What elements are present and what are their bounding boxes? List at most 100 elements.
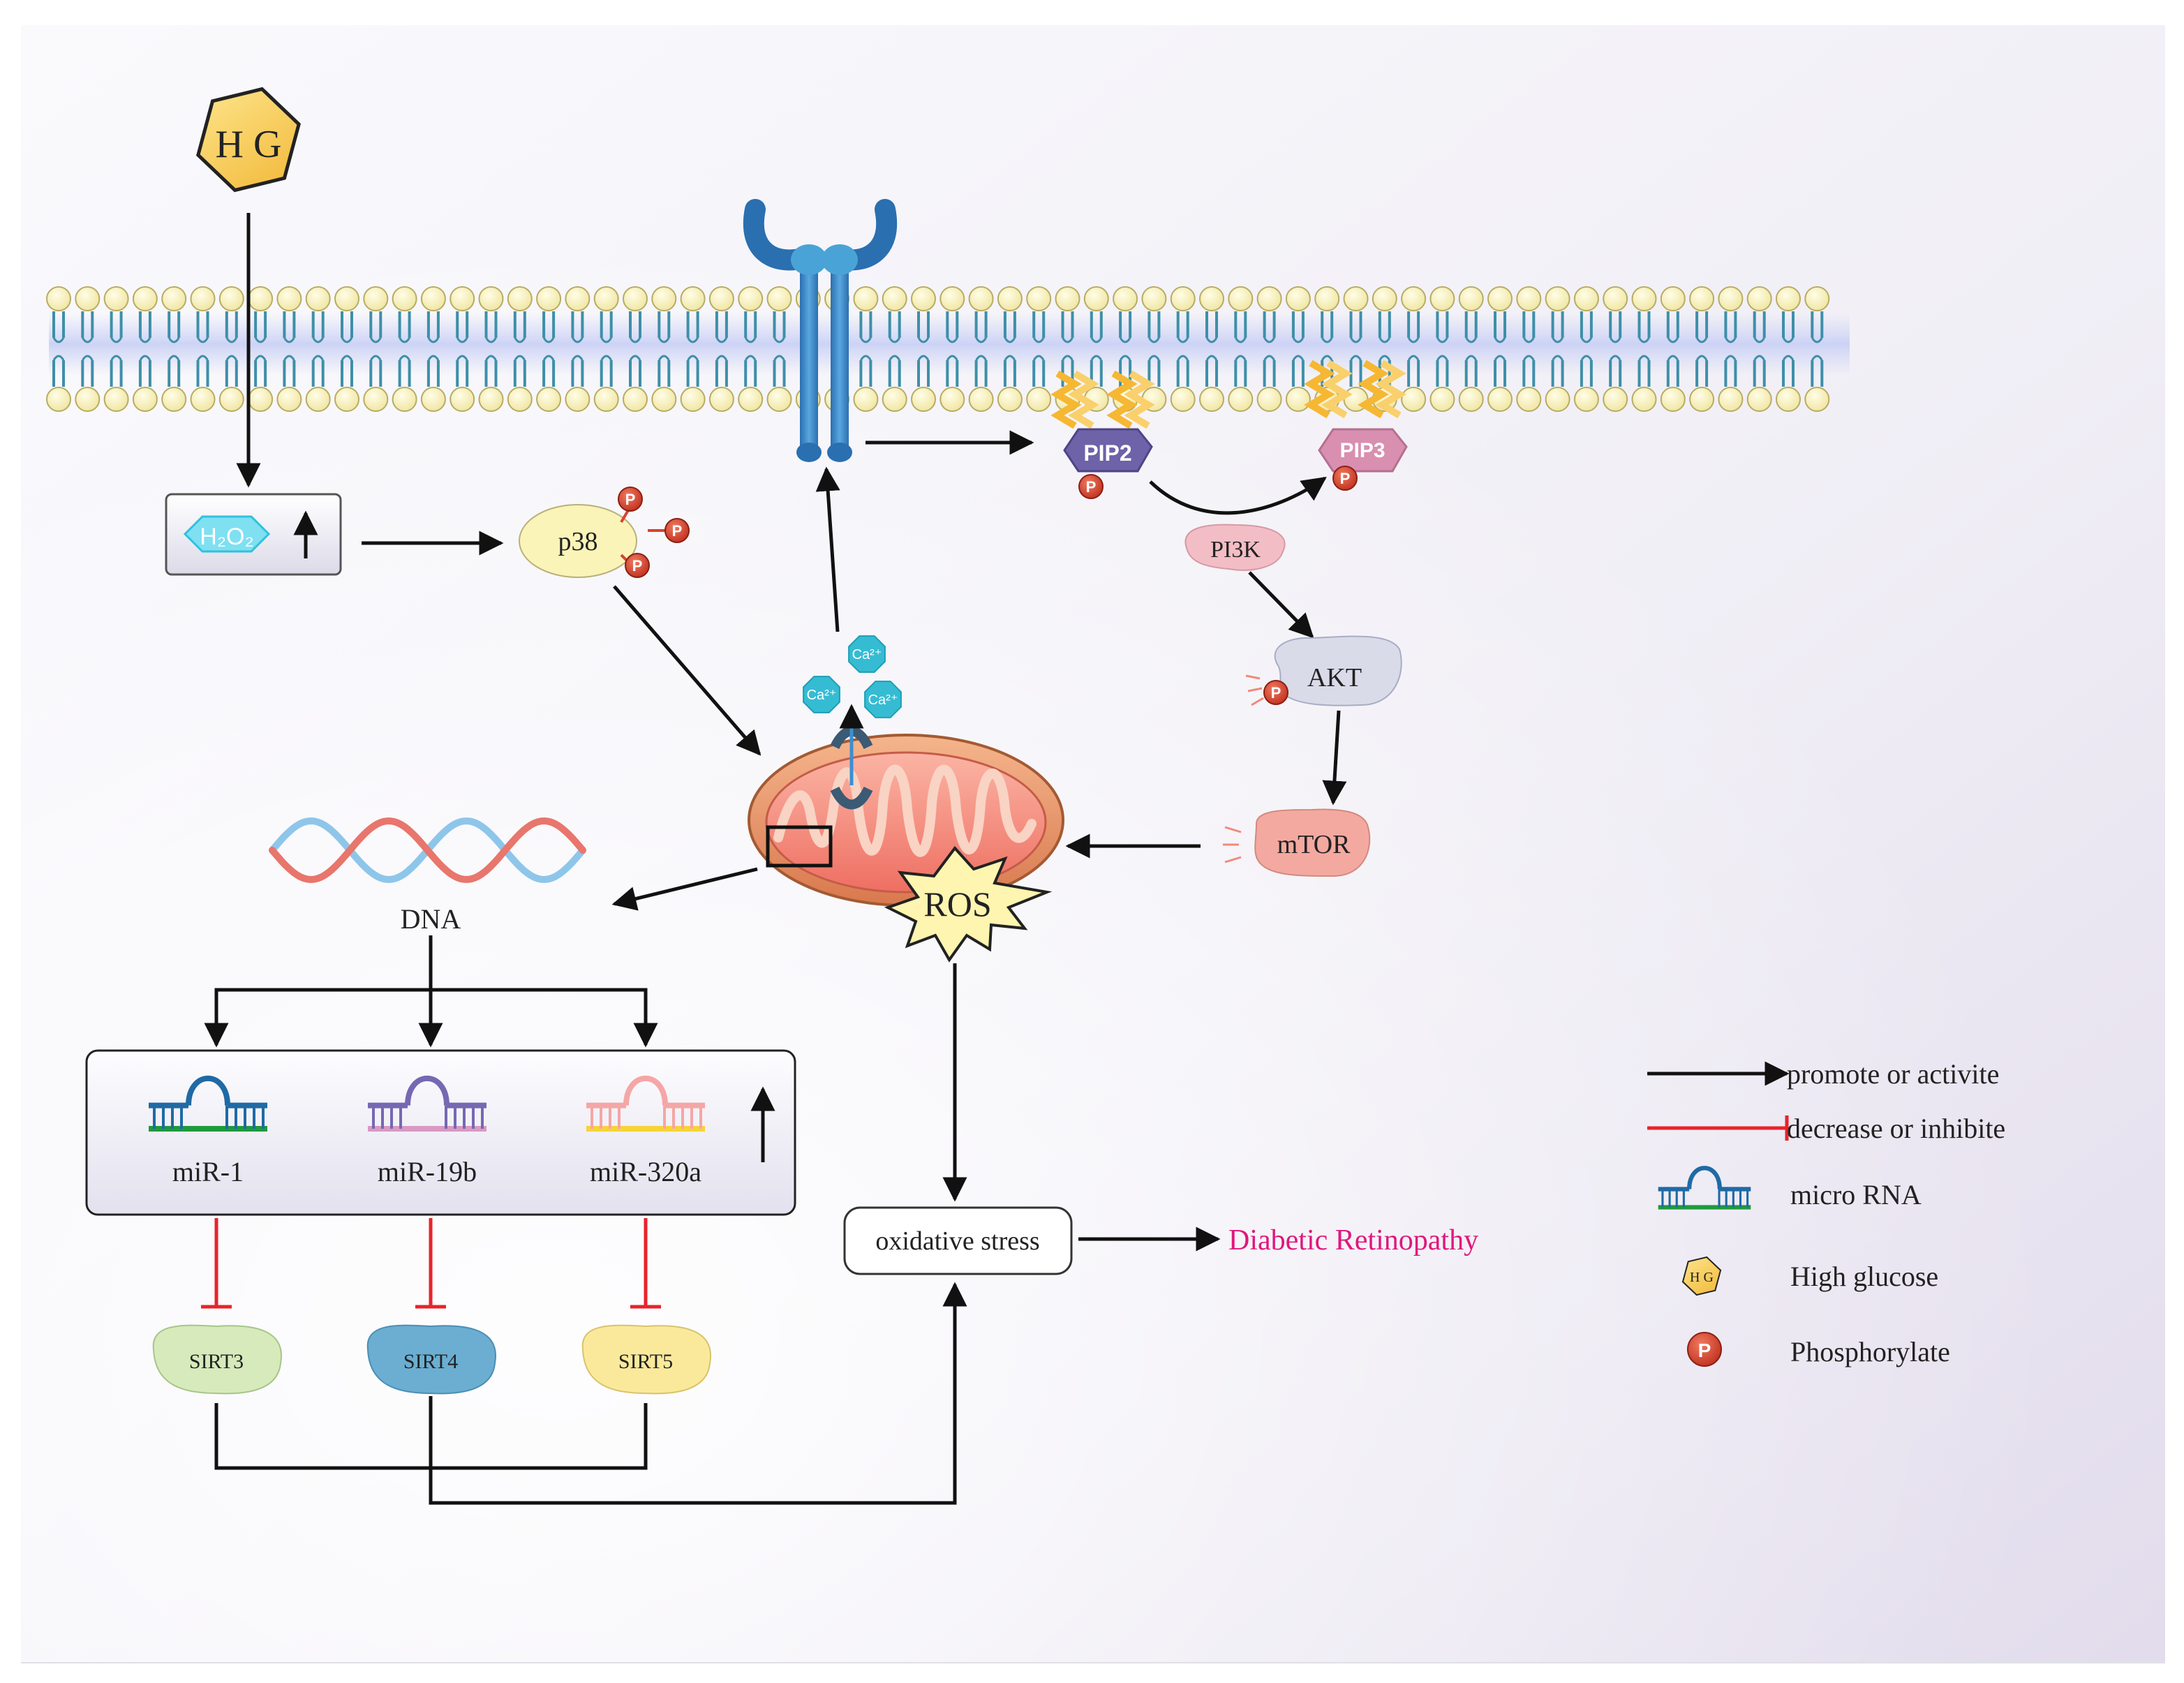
ros-label: ROS — [923, 884, 991, 924]
lipid-head — [939, 387, 965, 412]
pip3-label: PIP3 — [1339, 439, 1385, 462]
lipid-head — [103, 387, 129, 412]
lipid-head — [997, 286, 1023, 311]
lipid-head — [392, 286, 417, 311]
diabetic-retinopathy-label: Diabetic Retinopathy — [1228, 1224, 1478, 1256]
lipid-head — [1113, 286, 1138, 311]
mtor-node: mTOR — [1223, 808, 1371, 877]
lipid-head — [420, 387, 446, 412]
phospho-icon: P — [625, 553, 650, 578]
lipid-head — [276, 387, 302, 412]
h2o2-box: H₂O₂ — [165, 493, 342, 576]
mirna-label: miR-19b — [378, 1156, 477, 1187]
phospho-letter: P — [1340, 470, 1351, 487]
lipid-head — [276, 286, 302, 311]
lipid-head — [507, 387, 533, 412]
lipid-head — [1516, 286, 1542, 311]
legend-inhibit-label: decrease or inhibite — [1787, 1113, 2005, 1144]
lipid-head — [1429, 387, 1455, 412]
lipid-head — [1458, 286, 1484, 311]
mirna-label: miR-320a — [590, 1156, 701, 1187]
h2o2-label: H₂O₂ — [200, 524, 253, 550]
lipid-head — [478, 387, 504, 412]
mtor-label: mTOR — [1277, 830, 1351, 859]
lipid-head — [882, 286, 907, 311]
lipid-head — [911, 387, 936, 412]
lipid-head — [248, 387, 274, 412]
sirt-node: SIRT5 — [581, 1324, 712, 1395]
legend-hg-icon-label: H G — [1690, 1270, 1714, 1285]
ros-node: ROS — [884, 845, 1053, 963]
lipid-head — [392, 387, 417, 412]
lipid-head — [334, 387, 359, 412]
phospho-letter: P — [1271, 684, 1282, 702]
lipid-head — [1199, 387, 1224, 412]
phospho-letter: P — [632, 557, 643, 574]
lipid-head — [1545, 286, 1570, 311]
lipid-head — [305, 286, 331, 311]
lipid-head — [190, 286, 216, 311]
pip2-label: PIP2 — [1083, 440, 1131, 466]
lipid-head — [1776, 387, 1801, 412]
lipid-head — [911, 286, 936, 311]
lipid-head — [738, 387, 764, 412]
p38-label: p38 — [558, 527, 598, 556]
lipid-head — [853, 286, 879, 311]
calcium-label: Ca²⁺ — [852, 647, 882, 662]
mirna-label: miR-1 — [172, 1156, 244, 1187]
lipid-head — [363, 387, 389, 412]
lipid-head — [75, 387, 101, 412]
lipid-head — [651, 286, 677, 311]
lipid-head — [1372, 286, 1397, 311]
lipid-head — [708, 387, 734, 412]
lipid-head — [853, 387, 879, 412]
lipid-head — [680, 286, 706, 311]
lipid-head — [536, 387, 562, 412]
lipid-head — [1746, 286, 1772, 311]
lipid-head — [161, 387, 187, 412]
lipid-head — [1718, 387, 1744, 412]
high-glucose-icon: H G — [1681, 1256, 1722, 1296]
lipid-head — [478, 286, 504, 311]
lipid-head — [1170, 286, 1196, 311]
legend-phospho-letter: P — [1698, 1340, 1711, 1361]
calcium-label: Ca²⁺ — [868, 692, 898, 708]
dna-label: DNA — [401, 903, 461, 935]
lipid-head — [1285, 286, 1311, 311]
lipid-head — [1401, 387, 1427, 412]
lipid-head — [1285, 387, 1311, 412]
lipid-head — [132, 286, 158, 311]
calcium-ion-icon: Ca²⁺ — [864, 681, 902, 718]
pi3k-label: PI3K — [1210, 537, 1261, 563]
legend-promote-label: promote or activite — [1787, 1058, 1999, 1090]
lipid-head — [1487, 286, 1513, 311]
calcium-ion-icon: Ca²⁺ — [803, 676, 840, 713]
sirt-node: SIRT4 — [366, 1324, 497, 1395]
lipid-head — [1631, 286, 1657, 311]
phospho-icon: P — [1078, 474, 1104, 499]
legend: promote or activite decrease or inhibite… — [1658, 1058, 2005, 1367]
lipid-head — [1401, 286, 1427, 311]
legend-microrna-label: micro RNA — [1790, 1179, 1922, 1210]
lipid-head — [565, 387, 590, 412]
phospho-icon: P — [1263, 680, 1288, 705]
phospho-letter: P — [672, 522, 683, 540]
lipid-head — [623, 387, 648, 412]
legend-phospho-label: Phosphorylate — [1790, 1336, 1950, 1367]
lipid-head — [1055, 286, 1080, 311]
lipid-head — [536, 286, 562, 311]
inhibit-arrows — [201, 1115, 1789, 1309]
lipid-head — [334, 286, 359, 311]
lipid-head — [593, 387, 619, 412]
lipid-head — [1458, 387, 1484, 412]
lipid-head — [1343, 286, 1369, 311]
lipid-head — [738, 286, 764, 311]
calcium-ions: Ca²⁺ Ca²⁺ Ca²⁺ — [803, 635, 902, 718]
lipid-head — [132, 387, 158, 412]
pi3k-node: PI3K — [1184, 524, 1286, 571]
sirt-label: SIRT4 — [403, 1350, 458, 1373]
lipid-head — [1603, 286, 1628, 311]
lipid-head — [507, 286, 533, 311]
lipid-head — [1026, 286, 1052, 311]
lipid-head — [623, 286, 648, 311]
